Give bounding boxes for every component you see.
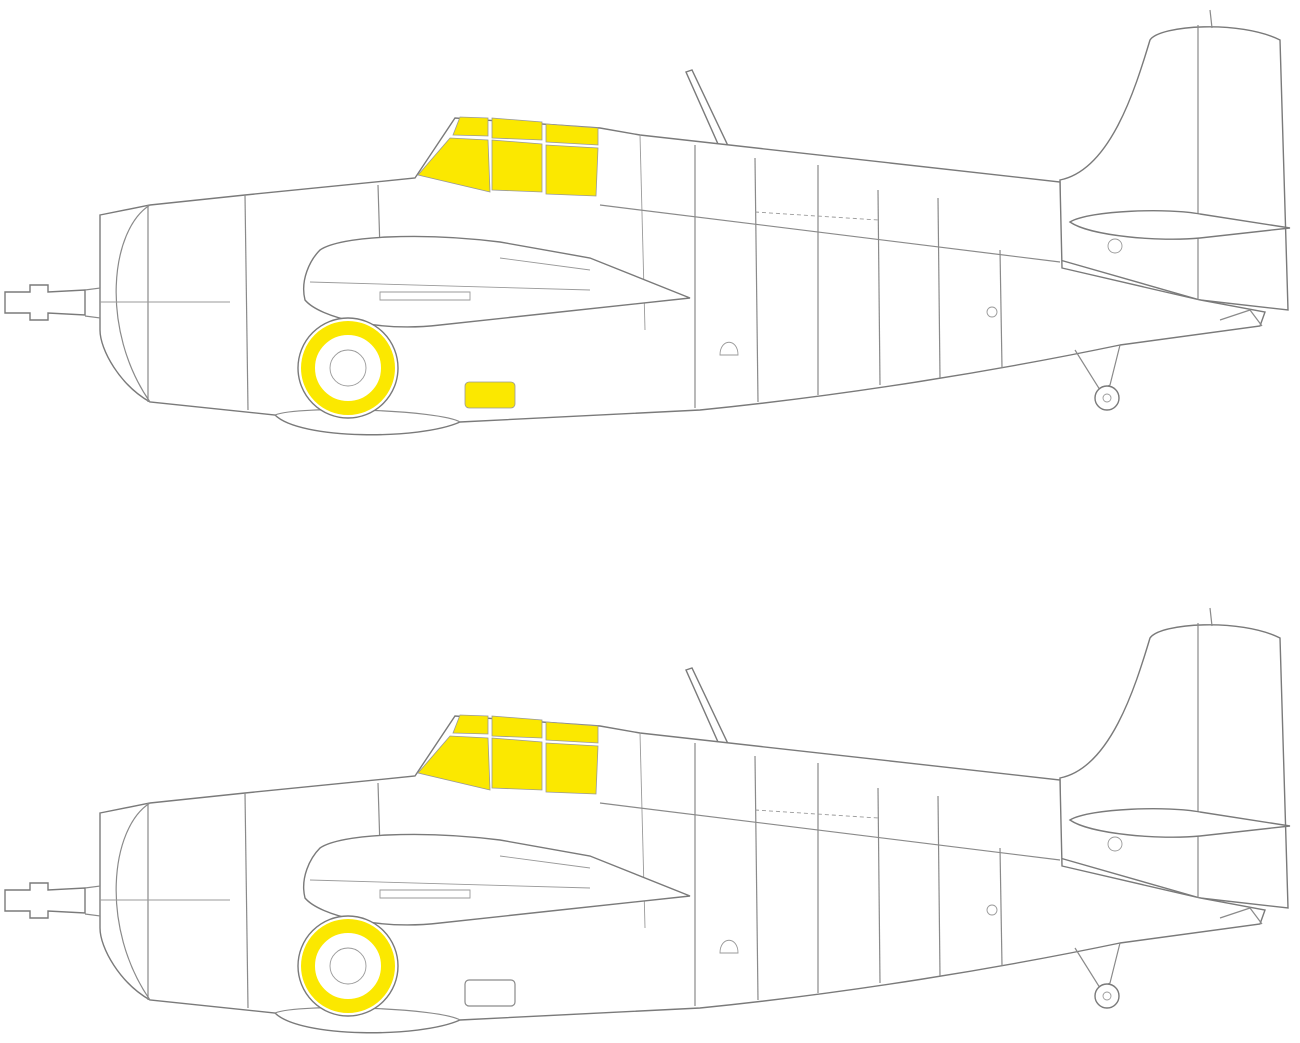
aircraft-side-view-upper (4, 9, 1291, 436)
wheel-mask (301, 919, 395, 1013)
lower-panel-mask (464, 381, 516, 409)
aircraft-side-view-lower (4, 607, 1291, 1034)
lower-panel-outline (464, 979, 516, 1007)
wheel-mask (301, 321, 395, 415)
